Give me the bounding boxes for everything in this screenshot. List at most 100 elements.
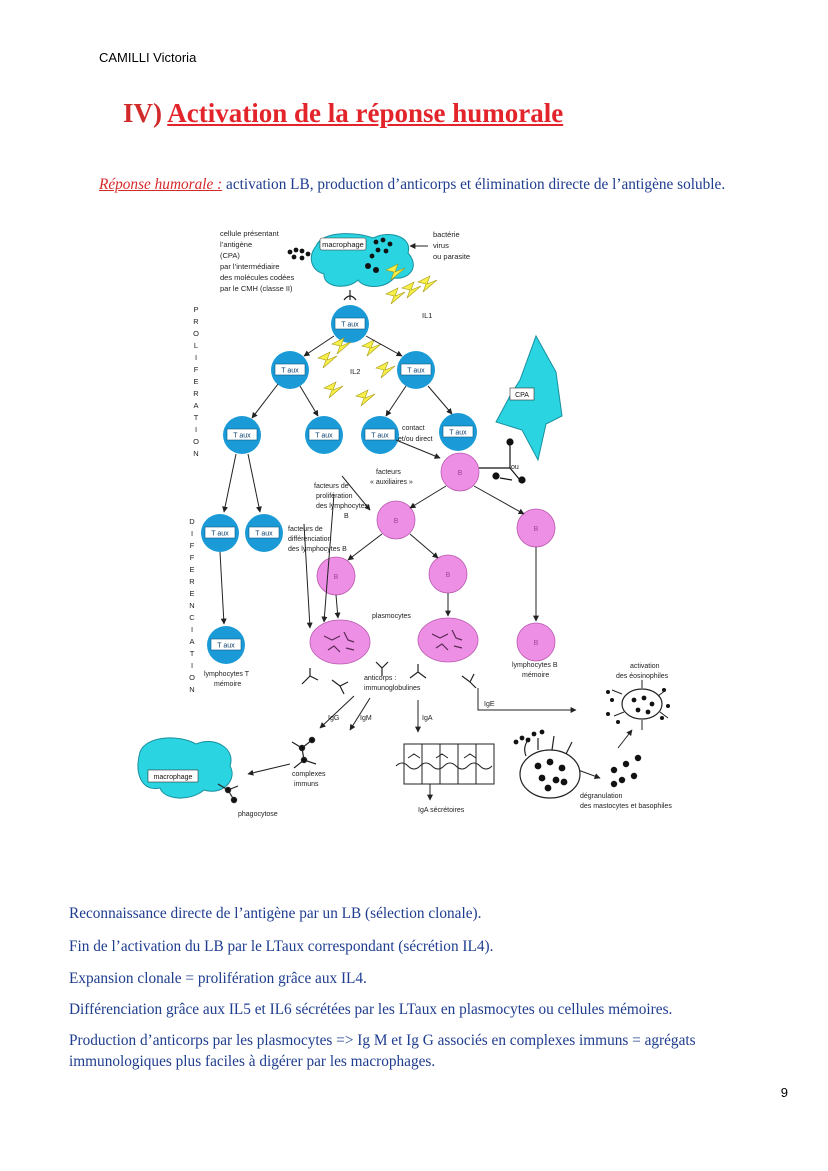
svg-text:L: L (194, 341, 198, 350)
released-granules (610, 754, 642, 788)
svg-text:T aux: T aux (341, 322, 359, 329)
b-cell: B (428, 554, 468, 594)
facteurs-prolif-line: facteurs de (314, 483, 349, 490)
t-cell: T aux (361, 416, 399, 454)
t-cell: T aux (201, 514, 239, 552)
lb-memoire-line: mémoire (522, 672, 549, 679)
cpa-line: cellule présentant (220, 229, 280, 238)
cpa-line: des molécules codées (220, 273, 294, 282)
bacteria-line: ou parasite (433, 252, 470, 261)
cpa-line: l’antigène (220, 240, 252, 249)
t-cell: T aux (271, 351, 309, 389)
top-macrophage-label: macrophage (322, 240, 364, 249)
svg-text:B: B (458, 470, 463, 477)
mastocyte (513, 729, 581, 799)
phagocytosis-complex (217, 783, 239, 804)
paragraph: Différenciation grâce aux IL5 et IL6 séc… (69, 1001, 673, 1018)
cpa-connection (478, 438, 526, 484)
right-cpa-label: CPA (515, 392, 529, 399)
svg-text:B: B (534, 640, 539, 647)
svg-text:B: B (446, 572, 451, 579)
svg-text:F: F (190, 553, 195, 562)
b-cell: B (316, 556, 356, 596)
b-cell: B (376, 500, 416, 540)
t-cell: T aux (397, 351, 435, 389)
proliferation-label: P R O L I F E R A T I O N (193, 305, 199, 458)
immune-complex (291, 736, 317, 769)
svg-text:T aux: T aux (255, 531, 273, 538)
svg-text:I: I (191, 529, 193, 538)
lt-memoire-line: lymphocytes T (204, 671, 250, 678)
igm-label: IgM (360, 715, 372, 722)
b-cell: B (516, 508, 556, 548)
svg-text:R: R (193, 317, 199, 326)
t-cell: T aux (245, 514, 283, 552)
eosinophil-line: des éosinophiles (616, 673, 669, 680)
page-number: 9 (780, 1085, 788, 1100)
svg-text:N: N (193, 449, 198, 458)
plasmocyte (417, 617, 479, 663)
svg-text:B: B (334, 574, 339, 581)
svg-text:T: T (194, 413, 199, 422)
iga-label: IgA (422, 715, 433, 722)
t-memory-cell: T aux (207, 626, 245, 664)
paragraph: Production d’anticorps par les plasmocyt… (69, 1032, 696, 1070)
facteurs-prolif-line: B (344, 513, 349, 520)
intro-line: Réponse humorale : activation LB, produc… (99, 176, 725, 194)
svg-text:I: I (191, 661, 193, 670)
cpa-line: par le CMH (classe II) (220, 284, 293, 293)
paragraph: Expansion clonale = prolifération grâce … (69, 970, 367, 987)
paragraph: Reconnaissance directe de l’antigène par… (69, 905, 482, 922)
svg-text:F: F (190, 541, 195, 550)
il1-label: IL1 (422, 311, 432, 320)
antigen-dots (287, 237, 393, 273)
differenciation-label: D I F F E R E N C I A T I O N (189, 517, 195, 694)
igg-label: IgG (328, 715, 339, 722)
t-cell: T aux (439, 413, 477, 451)
svg-text:T aux: T aux (407, 368, 425, 375)
t-cell: T aux (223, 416, 261, 454)
humoral-response-diagram: cellule présentant l’antigène (CPA) par … (137, 229, 672, 818)
svg-text:T aux: T aux (217, 643, 235, 650)
eosinophil (606, 680, 670, 730)
ige-label: IgE (484, 701, 495, 708)
facteurs-diff-line: facteurs de (288, 526, 323, 533)
degranulation-line: des mastocytes et basophiles (580, 803, 672, 810)
svg-text:C: C (189, 613, 195, 622)
svg-text:O: O (193, 437, 199, 446)
iga-secretoires-label: IgA sécrétoires (418, 807, 465, 814)
antibody-shapes (301, 661, 477, 695)
svg-text:A: A (193, 401, 198, 410)
iga-epithelium (395, 743, 495, 801)
svg-text:E: E (193, 377, 198, 386)
bacteria-line: bactérie (433, 230, 460, 239)
svg-text:R: R (189, 577, 195, 586)
svg-text:N: N (189, 685, 194, 694)
cpa-line: (CPA) (220, 251, 240, 260)
svg-text:T aux: T aux (211, 531, 229, 538)
svg-text:D: D (189, 517, 195, 526)
plasmocytes-label: plasmocytes (372, 613, 411, 620)
section-title: IV) Activation de la réponse humorale (123, 98, 563, 129)
svg-text:T aux: T aux (371, 433, 389, 440)
b-memory-cell: B (516, 622, 556, 662)
ou-label: ou (511, 464, 519, 471)
svg-text:R: R (193, 389, 199, 398)
t-cell: T aux (331, 305, 369, 343)
svg-text:I: I (195, 353, 197, 362)
b-arrows (303, 475, 539, 629)
b-cell: B (440, 452, 480, 492)
facteurs-aux-line: facteurs (376, 469, 401, 476)
facteurs-aux-line: « auxiliaires » (370, 479, 413, 486)
anticorps-line: anticorps : (364, 675, 396, 682)
eosinophil-line: activation (630, 663, 660, 670)
svg-text:T aux: T aux (281, 368, 299, 375)
svg-text:E: E (189, 565, 194, 574)
anticorps-line: immunoglobulines (364, 685, 421, 692)
bacteria-line: virus (433, 241, 449, 250)
complexes-line: immuns (294, 781, 319, 788)
facteurs-diff-line: différenciation (288, 536, 332, 543)
facteurs-prolif-line: des lymphocytes (316, 503, 369, 510)
facteurs-prolif-line: prolifération (316, 493, 353, 500)
t-cell: T aux (305, 416, 343, 454)
